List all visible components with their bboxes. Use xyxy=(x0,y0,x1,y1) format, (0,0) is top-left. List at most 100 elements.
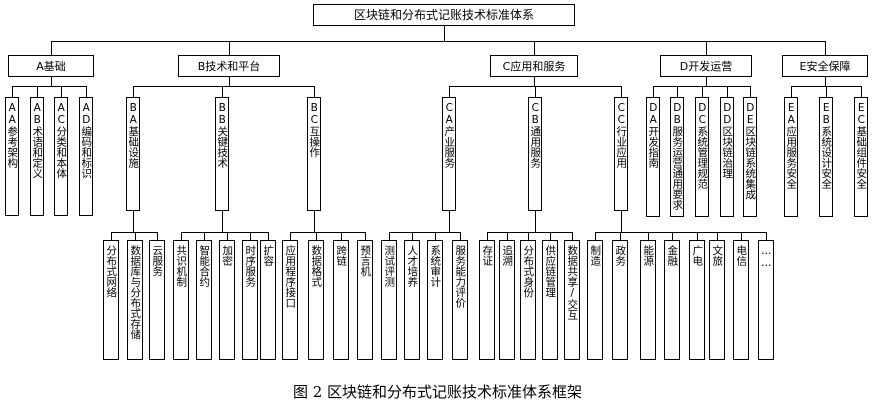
leaf-node: 智能合约 xyxy=(196,240,212,360)
leaf-node-label: 应用程序接口 xyxy=(284,245,297,308)
leaf-connector xyxy=(595,232,596,240)
leaf-connector xyxy=(111,232,112,240)
subcategory-node: DD区块链治理 xyxy=(720,97,734,217)
subcategory-connector xyxy=(727,86,728,97)
leaf-node: 政务 xyxy=(612,240,628,360)
leaf-connector xyxy=(341,232,342,240)
leaf-connector xyxy=(672,232,673,240)
subcategory-connector xyxy=(222,86,223,97)
subcategory-connector xyxy=(653,86,654,97)
leaf-connector xyxy=(268,232,269,240)
leaf-node-label: 智能合约 xyxy=(198,245,211,287)
leaf-node: 时序服务 xyxy=(242,240,258,360)
leaf-connector xyxy=(766,232,767,240)
leaf-node-label: 加密 xyxy=(221,245,234,266)
subcategory-node-label: AC分类和本体 xyxy=(55,102,68,179)
leaf-node: 金融 xyxy=(664,240,680,360)
leaf-node: 数据格式 xyxy=(308,240,324,360)
leaf-node-label: …… xyxy=(760,245,773,269)
leaf-trunk xyxy=(314,211,315,232)
leaf-node-label: 扩容 xyxy=(262,245,275,266)
leaf-node: 追溯 xyxy=(499,240,515,360)
subcategory-connector xyxy=(861,86,862,97)
root-node: 区块链和分布式记账技术标准体系 xyxy=(313,4,575,26)
subcategory-node-label: CC行业应用 xyxy=(615,102,628,168)
leaf-connector xyxy=(460,232,461,240)
subcategory-node: AD编码和标识 xyxy=(79,97,93,216)
leaf-connector xyxy=(365,232,366,240)
leaf-node: 云服务 xyxy=(149,240,165,360)
leaf-node-label: 供应链管理 xyxy=(544,245,557,298)
subcategory-node: AC分类和本体 xyxy=(54,97,68,216)
leaf-connector xyxy=(412,232,413,240)
leaf-node-label: 服务能力评价 xyxy=(454,245,467,308)
leaf-connector xyxy=(157,232,158,240)
leaf-node: 分布式身份 xyxy=(520,240,536,360)
leaf-connector xyxy=(550,232,551,240)
subcategory-connector xyxy=(314,86,315,97)
category-connector xyxy=(706,41,707,55)
subcategory-connector xyxy=(37,86,38,97)
subcategory-node-label: BC互操作 xyxy=(308,102,321,158)
leaf-node: 数据库与分布式存储 xyxy=(127,240,143,360)
leaf-node: 人才培养 xyxy=(404,240,420,360)
leaf-node: 共识机制 xyxy=(173,240,189,360)
leaf-node: 加密 xyxy=(219,240,235,360)
leaf-node: 系统审计 xyxy=(427,240,443,360)
subcategory-connector xyxy=(133,86,134,97)
subcategory-node: CC行业应用 xyxy=(614,97,628,211)
leaf-node: 制造 xyxy=(587,240,603,360)
category-connector xyxy=(51,41,52,55)
category-node-label: C应用和服务 xyxy=(502,59,566,73)
subcategory-node: EB系统设计安全 xyxy=(819,97,833,217)
leaf-bus xyxy=(595,232,767,233)
leaf-connector xyxy=(572,232,573,240)
leaf-node-label: 数据库与分布式存储 xyxy=(129,245,142,340)
subcategory-node: DB服务运营通用要求 xyxy=(670,97,684,217)
leaf-connector xyxy=(204,232,205,240)
leaf-connector xyxy=(507,232,508,240)
leaf-node: 存证 xyxy=(479,240,495,360)
leaf-node-label: 测试评测 xyxy=(383,245,396,287)
leaf-node-label: 数据共享/交互 xyxy=(566,245,579,320)
leaf-node-label: 追溯 xyxy=(501,245,514,266)
root-connector xyxy=(444,26,445,41)
leaf-node-label: 电信 xyxy=(735,245,748,266)
subcategory-node: DC系统管理规范 xyxy=(695,97,709,217)
leaf-node-label: 分布式网络 xyxy=(105,245,118,298)
leaf-trunk xyxy=(222,211,223,232)
leaf-node: 预言机 xyxy=(357,240,373,360)
leaf-connector xyxy=(717,232,718,240)
leaf-node-label: 云服务 xyxy=(151,245,164,277)
category-node: E安全保障 xyxy=(782,55,868,77)
subcategory-node: DE区块链系统集成 xyxy=(743,97,757,217)
leaf-connector xyxy=(290,232,291,240)
subcategory-connector xyxy=(621,86,622,97)
leaf-connector xyxy=(181,232,182,240)
leaf-node-label: 文旅 xyxy=(711,245,724,266)
leaf-connector xyxy=(648,232,649,240)
category-node-label: D开发运营 xyxy=(679,59,733,73)
subcategory-node: CA产业服务 xyxy=(442,97,456,211)
subcategory-node-label: DE区块链系统集成 xyxy=(744,102,757,200)
leaf-connector xyxy=(389,232,390,240)
leaf-bus xyxy=(111,232,158,233)
subcategory-trunk xyxy=(534,77,535,86)
leaf-connector xyxy=(250,232,251,240)
leaf-node-label: 人才培养 xyxy=(406,245,419,287)
category-node: B技术和平台 xyxy=(178,55,280,77)
leaf-node-label: 能源 xyxy=(642,245,655,266)
leaf-trunk xyxy=(133,211,134,232)
leaf-node: 供应链管理 xyxy=(542,240,558,360)
subcategory-node-label: BB关键技术 xyxy=(216,102,229,168)
category-node-label: B技术和平台 xyxy=(197,59,261,73)
leaf-node-label: 分布式身份 xyxy=(522,245,535,298)
leaf-trunk xyxy=(535,211,536,232)
category-node: A基础 xyxy=(8,55,94,77)
subcategory-trunk xyxy=(825,77,826,86)
leaf-node-label: 制造 xyxy=(589,245,602,266)
category-connector xyxy=(229,41,230,55)
leaf-node: 服务能力评价 xyxy=(452,240,468,360)
leaf-node-label: 预言机 xyxy=(359,245,372,277)
